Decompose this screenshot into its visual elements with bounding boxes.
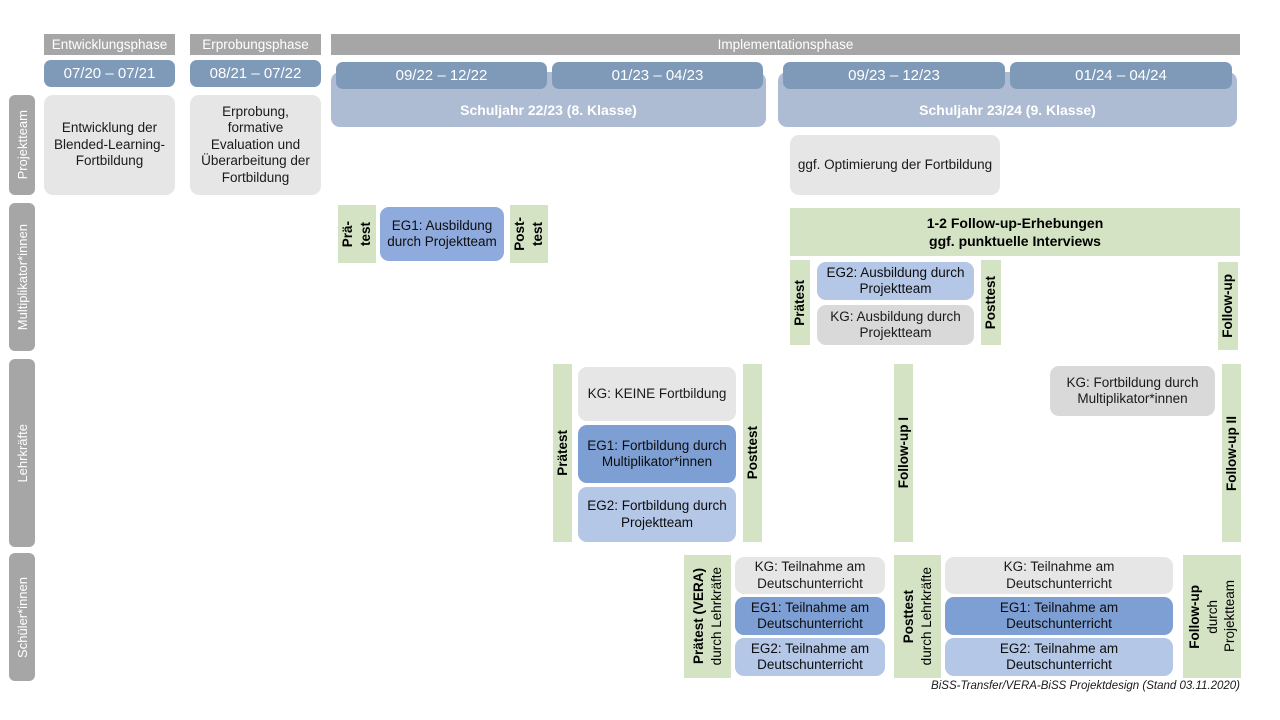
- measure-followup-1-lehrkraefte: Follow-up I: [894, 364, 913, 542]
- phase-header-erprobungsphase: Erprobungsphase: [190, 34, 321, 55]
- row-label-text: Multiplikator*innen: [14, 223, 30, 331]
- period-label: 09/23 – 12/23: [848, 67, 940, 84]
- measure-followup-2-lehrkraefte: Follow-up II: [1222, 364, 1241, 542]
- period-pill-0720-0721: 07/20 – 07/21: [44, 60, 175, 87]
- row-label-text: Schüler*innen: [14, 576, 30, 658]
- measure-text: Posttest: [983, 275, 999, 330]
- phase-label: Implementationsphase: [717, 36, 854, 52]
- row-label-text: Lehrkräfte: [14, 423, 30, 483]
- activity-text: KG: Fortbildung durch Multiplikator*inne…: [1066, 374, 1199, 406]
- measure-text: Prätest: [554, 430, 570, 476]
- activity-eg1-ausbildung-projektteam: EG1: Ausbildung durch Projektteam: [380, 207, 504, 261]
- measure-text-main: Prätest (VERA): [691, 568, 707, 665]
- activity-text: EG1: Teilnahme am Deutschunterricht: [750, 599, 870, 631]
- measure-text: Posttest: [744, 426, 760, 480]
- row-label-projektteam: Projektteam: [9, 95, 35, 195]
- measure-text: Prätest: [792, 279, 808, 326]
- measure-praetest-vera-schueler: Prätest (VERA) durch Lehrkräfte: [684, 555, 731, 678]
- measure-line-1: Post-: [512, 217, 528, 251]
- school-year-label: Schuljahr 23/24 (9. Klasse): [919, 102, 1096, 118]
- measure-text-sub: durch Lehrkräfte: [918, 567, 934, 666]
- activity-text: KG: Teilnahme am Deutschunterricht: [754, 559, 866, 591]
- measure-posttest-multiplikator-2: Posttest: [981, 260, 1001, 345]
- measure-text: Follow-up: [1220, 274, 1236, 338]
- task-text: Entwicklung der Blended-Learning-Fortbil…: [53, 120, 166, 169]
- activity-eg1-teilnahme-deutschunterricht-1: EG1: Teilnahme am Deutschunterricht: [735, 597, 885, 635]
- row-label-schuelerinnen: Schüler*innen: [9, 553, 35, 681]
- activity-text: KG: Teilnahme am Deutschunterricht: [1003, 559, 1115, 591]
- task-optimierung-fortbildung: ggf. Optimierung der Fortbildung: [790, 135, 1000, 195]
- activity-kg-ausbildung-projektteam: KG: Ausbildung durch Projektteam: [817, 305, 974, 345]
- activity-eg2-teilnahme-deutschunterricht-1: EG2: Teilnahme am Deutschunterricht: [735, 638, 885, 676]
- activity-text: EG1: Teilnahme am Deutschunterricht: [999, 599, 1119, 631]
- activity-eg1-fortbildung-multiplikatorinnen: EG1: Fortbildung durch Multiplikator*inn…: [578, 425, 736, 483]
- period-label: 01/24 – 04/24: [1075, 67, 1167, 84]
- measure-text: Follow-up II: [1223, 415, 1239, 491]
- measure-line-2: test: [530, 221, 545, 246]
- activity-eg1-teilnahme-deutschunterricht-2: EG1: Teilnahme am Deutschunterricht: [945, 597, 1173, 635]
- task-text: ggf. Optimierung der Fortbildung: [797, 156, 993, 172]
- phase-header-implementationsphase: Implementationsphase: [331, 34, 1240, 55]
- activity-kg-teilnahme-deutschunterricht-2: KG: Teilnahme am Deutschunterricht: [945, 557, 1173, 594]
- row-label-text: Projektteam: [14, 110, 30, 180]
- period-label: 08/21 – 07/22: [209, 65, 302, 82]
- period-label: 09/22 – 12/22: [395, 67, 488, 84]
- measure-text: Follow-up I: [895, 417, 911, 489]
- activity-text: EG1: Ausbildung durch Projektteam: [387, 217, 497, 249]
- activity-text: EG1: Fortbildung durch Multiplikator*inn…: [587, 437, 727, 469]
- row-label-multiplikatorinnen: Multiplikator*innen: [9, 203, 35, 351]
- footer-text: BiSS-Transfer/VERA-BiSS Projektdesign (S…: [931, 680, 1240, 692]
- activity-text: EG2: Teilnahme am Deutschunterricht: [999, 640, 1119, 672]
- measure-posttest-schueler: Posttest durch Lehrkräfte: [894, 555, 941, 678]
- banner-line-2: ggf. punktuelle Interviews: [929, 233, 1101, 249]
- measure-text-main: Follow-up: [1187, 584, 1203, 649]
- activity-text: EG2: Teilnahme am Deutschunterricht: [750, 640, 870, 672]
- activity-eg2-teilnahme-deutschunterricht-2: EG2: Teilnahme am Deutschunterricht: [945, 638, 1173, 676]
- period-label: 07/20 – 07/21: [63, 65, 156, 82]
- measure-text-sub-1: durch: [1204, 599, 1220, 634]
- period-pill-0923-1223: 09/23 – 12/23: [783, 62, 1005, 89]
- activity-text: EG2: Fortbildung durch Projektteam: [587, 498, 727, 530]
- activity-kg-keine-fortbildung: KG: KEINE Fortbildung: [578, 367, 736, 421]
- activity-eg2-fortbildung-projektteam: EG2: Fortbildung durch Projektteam: [578, 487, 736, 542]
- activity-eg2-ausbildung-projektteam: EG2: Ausbildung durch Projektteam: [817, 262, 974, 300]
- measure-posttest-lehrkraefte: Posttest: [743, 364, 762, 542]
- task-entwicklung-blended-learning: Entwicklung der Blended-Learning-Fortbil…: [44, 95, 175, 195]
- footer-source-note: BiSS-Transfer/VERA-BiSS Projektdesign (S…: [700, 680, 1240, 692]
- task-erprobung-evaluation: Erprobung, formative Evaluation und Über…: [190, 95, 321, 195]
- period-pill-0124-0424: 01/24 – 04/24: [1010, 62, 1232, 89]
- measure-posttest-multiplikator-1: Post- test: [510, 205, 548, 263]
- banner-followup-erhebungen: 1-2 Follow-up-Erhebungen ggf. punktuelle…: [790, 208, 1240, 256]
- phase-label: Erprobungsphase: [202, 36, 309, 52]
- row-label-lehrkraefte: Lehrkräfte: [9, 359, 35, 547]
- measure-text-sub: durch Lehrkräfte: [708, 567, 724, 666]
- activity-kg-fortbildung-multiplikatorinnen: KG: Fortbildung durch Multiplikator*inne…: [1050, 366, 1215, 416]
- measure-praetest-multiplikator-2: Prätest: [790, 260, 810, 345]
- phase-header-entwicklungsphase: Entwicklungsphase: [44, 34, 175, 55]
- period-pill-0821-0722: 08/21 – 07/22: [190, 60, 321, 87]
- period-pill-0123-0423: 01/23 – 04/23: [552, 62, 763, 89]
- measure-text-sub-2: Projektteam: [1221, 580, 1237, 653]
- period-pill-0922-1222: 09/22 – 12/22: [336, 62, 547, 89]
- phase-label: Entwicklungsphase: [51, 36, 168, 52]
- measure-praetest-multiplikator-1: Prä- test: [338, 205, 376, 263]
- measure-line-1: Prä-: [340, 220, 356, 248]
- measure-praetest-lehrkraefte: Prätest: [553, 364, 572, 542]
- banner-line-1: 1-2 Follow-up-Erhebungen: [926, 214, 1104, 231]
- activity-text: KG: KEINE Fortbildung: [587, 385, 727, 401]
- measure-text-main: Posttest: [901, 589, 917, 644]
- task-text: Erprobung, formative Evaluation und Über…: [201, 103, 310, 185]
- measure-line-2: test: [358, 221, 373, 246]
- period-label: 01/23 – 04/23: [611, 67, 704, 84]
- measure-followup-schueler: Follow-up durch Projektteam: [1183, 555, 1241, 678]
- school-year-label: Schuljahr 22/23 (8. Klasse): [460, 102, 637, 118]
- activity-text: EG2: Ausbildung durch Projektteam: [826, 264, 965, 296]
- measure-followup-multiplikator: Follow-up: [1218, 262, 1238, 350]
- activity-text: KG: Ausbildung durch Projektteam: [830, 308, 961, 340]
- activity-kg-teilnahme-deutschunterricht-1: KG: Teilnahme am Deutschunterricht: [735, 557, 885, 594]
